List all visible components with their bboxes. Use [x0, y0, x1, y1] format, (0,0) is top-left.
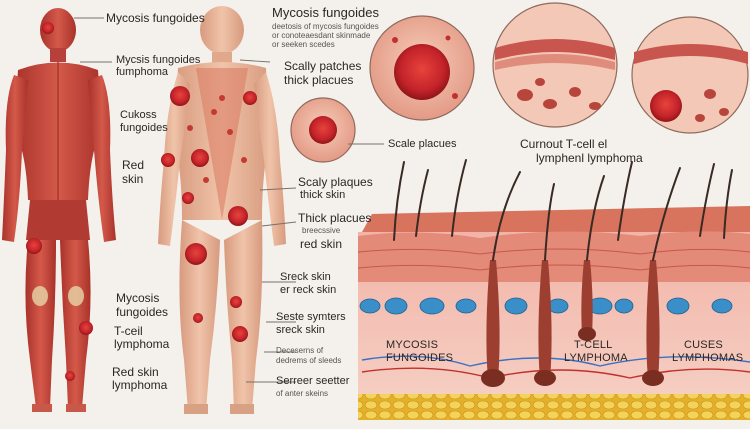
inset-large-lesion: [369, 15, 475, 121]
label-cross-section-tcell-line2: LYMPHOMA: [564, 352, 628, 364]
inset-histology-2: [631, 16, 749, 134]
label-serrer-line1: Serreer seetter: [276, 375, 350, 387]
label-center-sub-line1: deetosis of mycosis fungoides: [272, 22, 379, 31]
label-thick-places-line2: breecssive: [302, 226, 341, 235]
label-cross-section-cuses-line1: CUSES: [684, 339, 723, 351]
label-seste-symters-line1: Seste symters: [276, 311, 346, 323]
label-cross-section-tcell-line1: T-CELL: [574, 339, 613, 351]
label-scaly-plaques-line2: thick skin: [300, 189, 346, 201]
label-cross-section-mycosis-line2: FUNGOIDES: [386, 352, 454, 364]
label-tcell-line2: lymphoma: [114, 337, 170, 351]
label-sreck-skin-line2: er reck skin: [280, 284, 337, 296]
label-scaly-patches-line2: thick placues: [284, 73, 354, 87]
label-red-skin-line1: Red: [122, 158, 145, 172]
label-sreck-skin-line1: Sreck skin: [280, 271, 331, 283]
label-center-sub-line2: or conoteaesdant skinmade: [272, 31, 371, 40]
label-red-skin-line2: skin: [122, 172, 144, 186]
label-cross-section-cuses-line2: LYMPHOMAS: [672, 352, 744, 364]
label-deceses-line1: Deceserns of: [276, 346, 324, 355]
label-center-sub-line3: or seeken scedes: [272, 40, 335, 49]
leader-lines: [74, 17, 384, 383]
label-scaly-patches-line1: Scally patches: [284, 59, 362, 73]
label-center-title: Mycosis fungoides: [272, 5, 379, 20]
label-thick-places-line1: Thick placues: [298, 211, 372, 225]
label-deceses-line2: dedrems of sleeds: [276, 356, 342, 365]
label-seste-symters-line2: sreck skin: [276, 324, 325, 336]
skin-cross-section: [357, 159, 750, 420]
anatomy-front-figure: [2, 8, 116, 412]
label-mycosis-lymphoma-line1: Mycsis fungoides: [116, 54, 201, 66]
label-mycosis-lower-line2: fungoides: [116, 305, 169, 319]
label-mycosis-lymphoma-line2: fumphoma: [116, 66, 168, 78]
label-serrer-line2: of anter skeins: [276, 389, 329, 398]
inset-small-plaque: [290, 97, 356, 163]
hair-follicles: [481, 260, 664, 387]
label-scaly-plaques-line1: Scaly plaques: [298, 175, 373, 189]
label-tcell-line1: T-ceil: [114, 324, 143, 338]
label-cross-section-mycosis-line1: MYCOSIS: [386, 339, 439, 351]
inset-histology-1: [492, 2, 618, 128]
label-cukoss-line1: Cukoss: [120, 109, 157, 121]
label-cukoss-line2: fungoides: [120, 122, 168, 134]
label-red-skin-lower-line1: Red skin: [112, 365, 159, 379]
label-scale-plaques: Scale placues: [388, 138, 457, 150]
label-red-skin-lower-line2: lymphoma: [112, 378, 168, 392]
label-mycosis-lower-line1: Mycosis: [116, 291, 160, 305]
label-curious-tcell-line2: lymphenl lymphoma: [536, 151, 643, 165]
label-thick-places-line3: red skin: [300, 237, 343, 251]
back-view-figure: [158, 6, 286, 414]
label-curious-tcell-line1: Curnout T-cell el: [520, 137, 608, 151]
label-mycosis-fungoides-top: Mycosis fungoides: [106, 11, 205, 25]
